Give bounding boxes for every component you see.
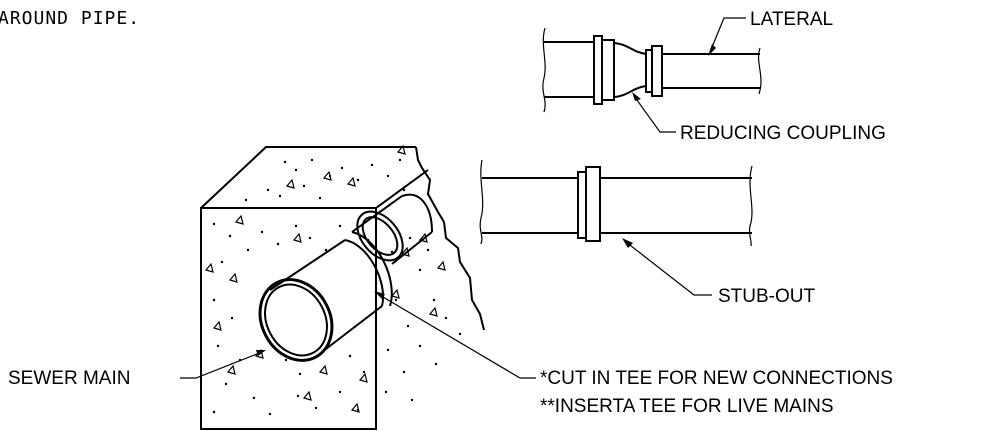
reducing-coupling-label: REDUCING COUPLING bbox=[680, 123, 886, 144]
lateral-label: LATERAL bbox=[750, 9, 833, 30]
stub-out-pipe bbox=[479, 159, 753, 247]
cut-in-tee-leader bbox=[374, 291, 536, 379]
reducing-coupling-leader bbox=[632, 92, 676, 133]
inserta-tee-label: **INSERTA TEE FOR LIVE MAINS bbox=[540, 396, 834, 417]
tee-branch bbox=[351, 193, 433, 265]
concrete-triangles bbox=[204, 144, 446, 413]
stub-out-label: STUB-OUT bbox=[718, 286, 816, 307]
sewer-main-label: SEWER MAIN bbox=[8, 368, 130, 389]
concrete-encasement bbox=[200, 146, 485, 430]
sewer-main-leader bbox=[180, 350, 266, 379]
lateral-leader bbox=[708, 17, 746, 56]
concrete-aggregate bbox=[212, 158, 462, 416]
lateral-pipe-assembly bbox=[542, 27, 762, 113]
stub-out-leader bbox=[622, 238, 712, 296]
cut-in-tee-label: *CUT IN TEE FOR NEW CONNECTIONS bbox=[540, 368, 893, 389]
sewer-main-pipe bbox=[258, 231, 393, 362]
note-fragment: AROUND PIPE. bbox=[0, 8, 140, 29]
